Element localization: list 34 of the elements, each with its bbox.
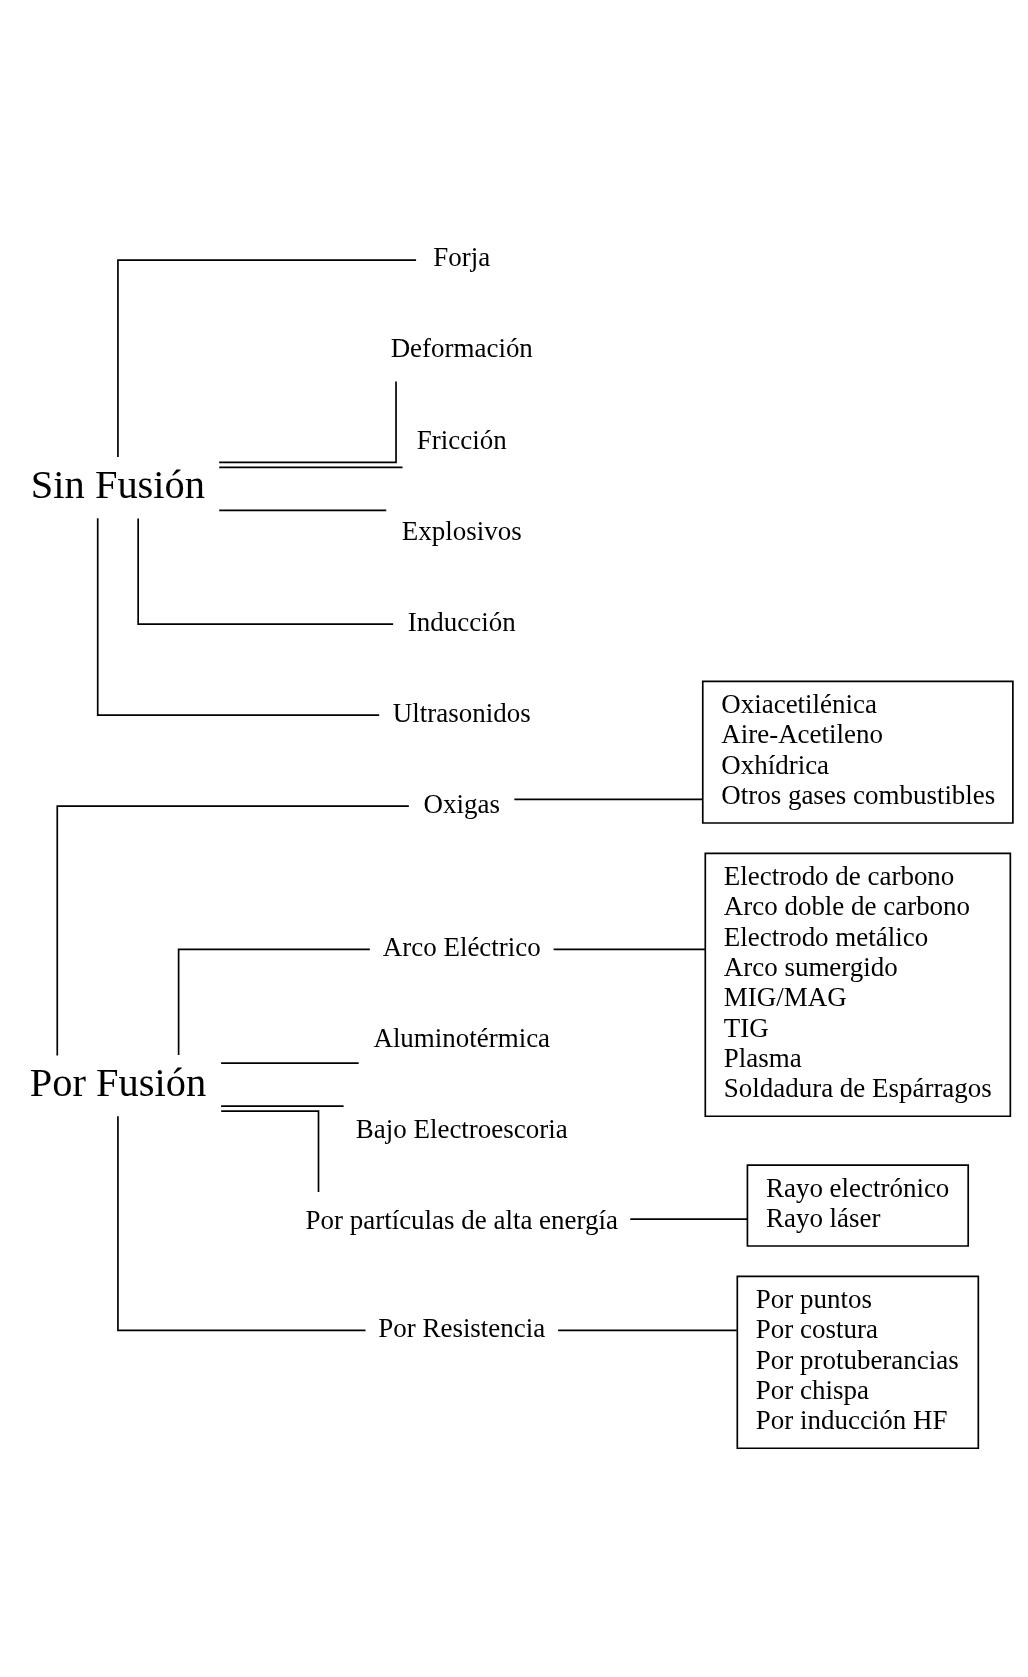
connector	[557, 1328, 738, 1331]
node-text: Por partículas de alta energía	[305, 1204, 618, 1235]
connector	[96, 516, 380, 716]
connector	[56, 804, 410, 1056]
node-text: Bajo Electroescoria	[355, 1113, 568, 1144]
node-box: Oxiacetilénica Aire-Acetileno Oxhídrica Otros gases combustibles	[701, 680, 1014, 824]
connector	[218, 466, 404, 468]
node-text: Aluminotérmica	[373, 1022, 551, 1053]
connector	[220, 1109, 320, 1193]
node-text: Por Resistencia	[378, 1312, 546, 1343]
node-text: Fricción	[416, 424, 507, 454]
connector	[513, 798, 704, 800]
connector	[117, 1115, 367, 1331]
connector	[137, 517, 394, 625]
connector	[220, 1061, 360, 1064]
node-box: Rayo electrónico Rayo láser	[746, 1163, 970, 1247]
connector	[218, 380, 397, 463]
connector	[220, 1104, 345, 1107]
node-text: Ultrasonidos	[392, 697, 531, 728]
node-text: Arco Eléctrico	[382, 931, 541, 962]
connector	[552, 948, 707, 950]
connector	[629, 1217, 749, 1220]
node-text: Oxigas	[423, 788, 500, 819]
node-text: Sin Fusión	[30, 461, 206, 507]
node-text: Por Fusión	[29, 1059, 207, 1105]
connector	[218, 509, 388, 511]
connector	[117, 258, 417, 458]
node-text: Forja	[433, 241, 491, 272]
node-text: Inducción	[407, 606, 516, 637]
node-text: Explosivos	[401, 515, 522, 546]
node-box: Electrodo de carbono Arco doble de carbono Electrodo metálico Arco sumergido MIG/MAG TIG Plasma Soldadura de Espárragos	[704, 852, 1012, 1117]
node-box: Por puntos Por costura Por protuberancias Por chispa Por inducción HF	[736, 1275, 980, 1449]
node-text: Deformación	[390, 332, 533, 363]
connector	[177, 948, 371, 1056]
